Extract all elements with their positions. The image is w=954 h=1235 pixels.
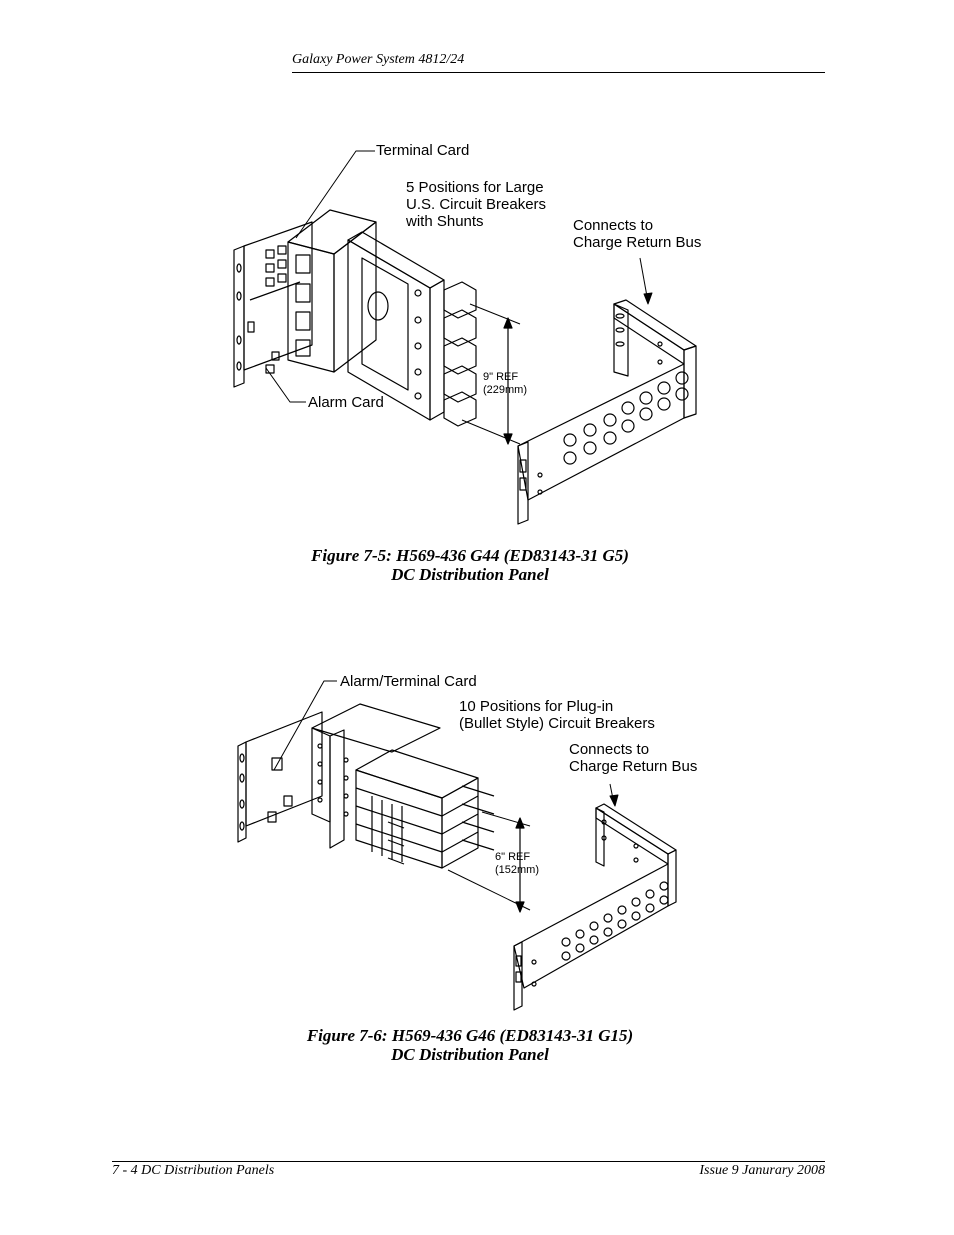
card-board	[243, 221, 313, 374]
callout-connects-return-bus: Connects to Charge Return Bus	[573, 217, 702, 251]
leader-lines	[273, 680, 619, 807]
header-rule	[292, 72, 825, 73]
dimension-label: 6" REF (152mm)	[495, 851, 540, 876]
callout-breaker-positions: 5 Positions for Large U.S. Circuit Break…	[406, 179, 547, 230]
dimension-6in	[447, 811, 531, 913]
left-mounting-bracket	[237, 741, 247, 843]
figure-7-6-drawing	[237, 680, 677, 1011]
figure-7-5: Terminal Card 5 Positions for Large U.S.…	[0, 0, 954, 600]
panel-housing	[287, 209, 377, 373]
footer-issue-date: Issue 9 Janurary 2008	[699, 1163, 825, 1178]
figure-caption-line1: Figure 7-5: H569-436 G44 (ED83143-31 G5)	[311, 546, 629, 565]
card-board	[245, 711, 323, 827]
charge-return-bus-bracket	[517, 299, 697, 525]
callout-alarm-terminal-card: Alarm/Terminal Card	[340, 673, 477, 690]
left-mounting-bracket	[233, 245, 245, 388]
running-header: Galaxy Power System 4812/24	[292, 52, 465, 67]
callout-breaker-positions: 10 Positions for Plug-in (Bullet Style) …	[459, 698, 655, 732]
callout-alarm-card: Alarm Card	[308, 394, 384, 411]
rear-housing	[311, 703, 441, 849]
callout-connects-return-bus: Connects to Charge Return Bus	[569, 741, 698, 775]
figure-caption-line2: DC Distribution Panel	[391, 565, 549, 584]
footer-rule	[112, 1161, 825, 1162]
figure-caption-line2: DC Distribution Panel	[391, 1045, 549, 1064]
breaker-frame	[347, 231, 445, 421]
leader-lines	[265, 150, 653, 403]
callout-terminal-card: Terminal Card	[376, 142, 470, 159]
dimension-label: 9" REF (229mm)	[483, 371, 528, 396]
large-breakers	[443, 281, 477, 427]
figure-caption-line1: Figure 7-6: H569-436 G46 (ED83143-31 G15…	[306, 1026, 634, 1045]
figure-7-6: Alarm/Terminal Card 10 Positions for Plu…	[0, 600, 954, 1080]
footer-page-section: 7 - 4 DC Distribution Panels	[112, 1163, 275, 1178]
dimension-9in	[461, 303, 521, 445]
charge-return-bus-bracket	[513, 803, 677, 1011]
plugin-breaker-stack	[355, 749, 495, 869]
figure-7-5-drawing	[233, 150, 697, 525]
